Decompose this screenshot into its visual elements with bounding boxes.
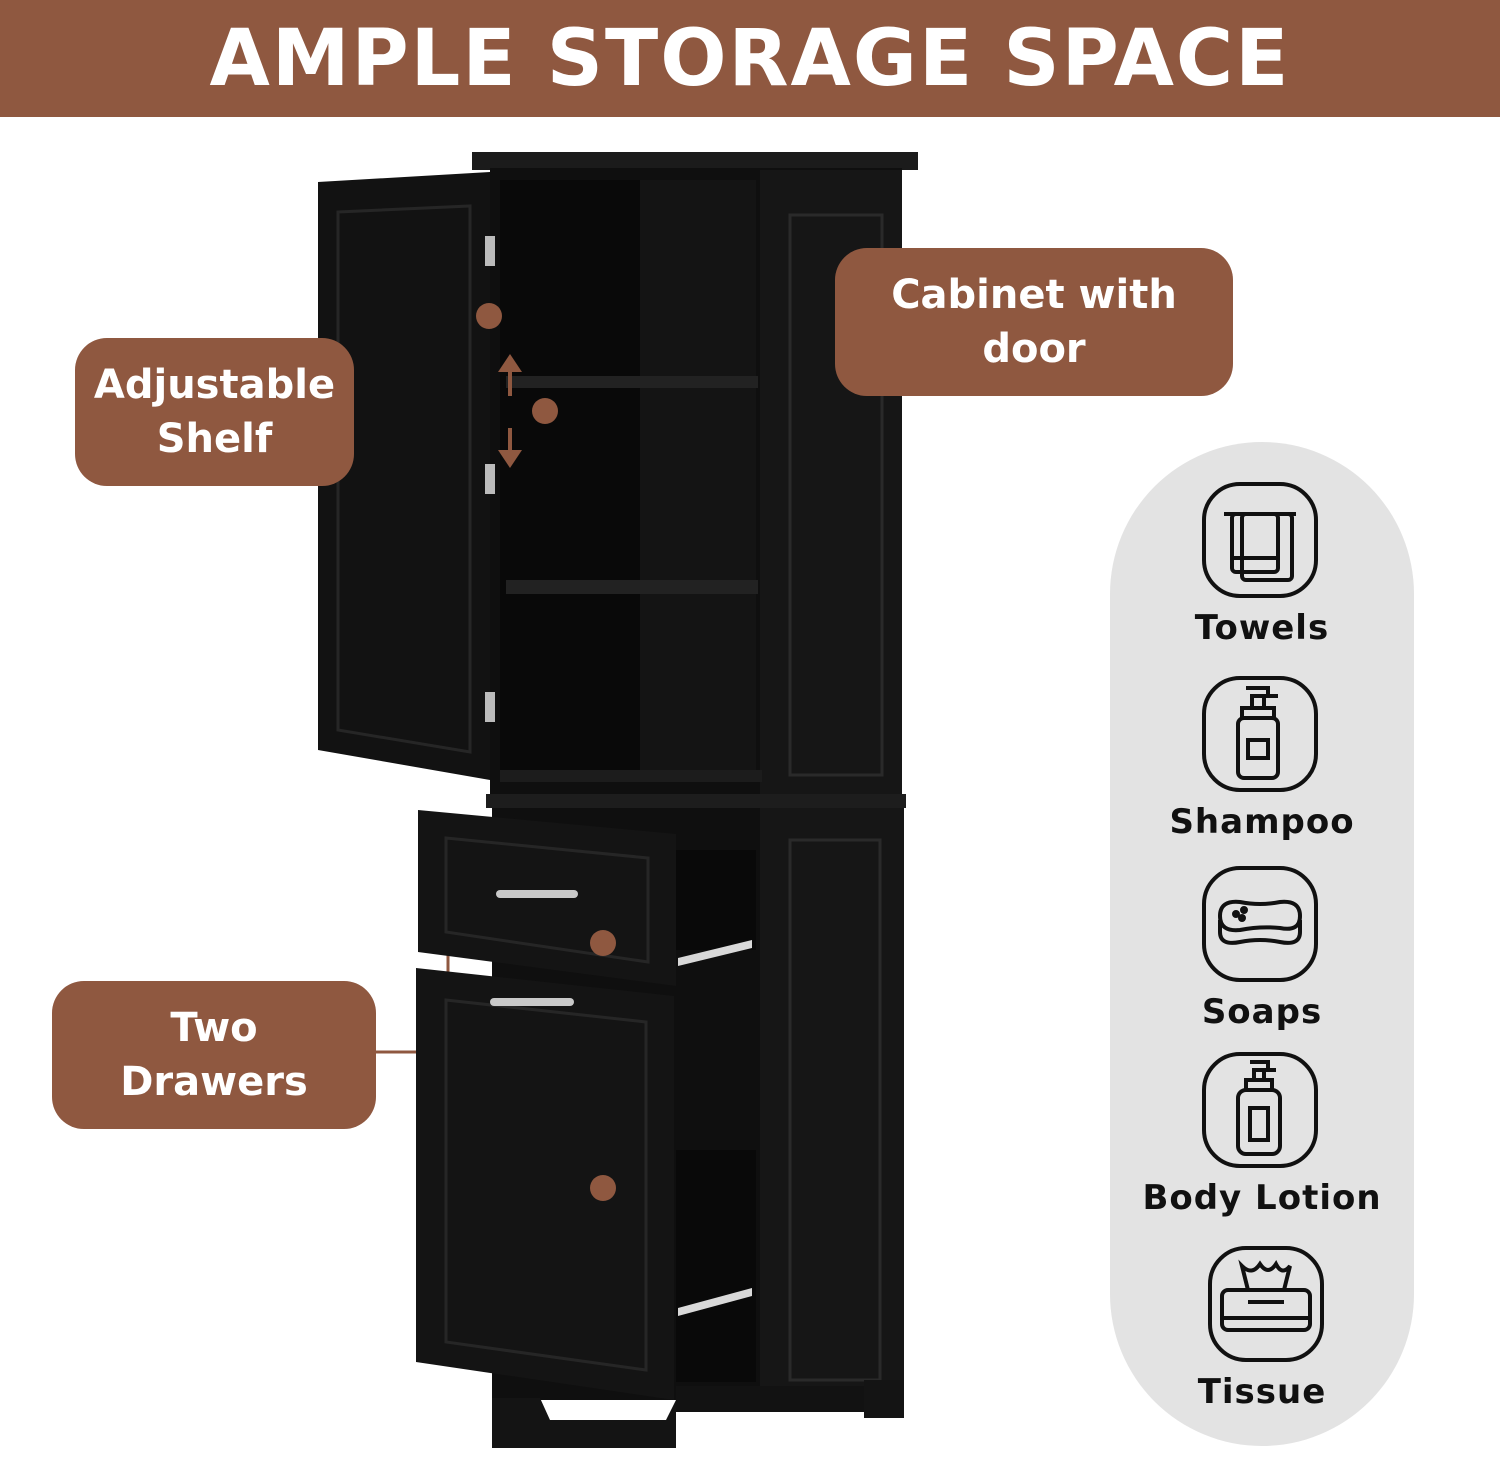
callout-adjustable-shelf: Adjustable Shelf: [75, 338, 354, 486]
header-banner: AMPLE STORAGE SPACE: [0, 0, 1500, 117]
uses-panel: Towels Shampoo Soaps: [1110, 442, 1414, 1446]
use-label: Body Lotion: [1142, 1178, 1382, 1218]
cabinet-crown: [472, 152, 918, 170]
soap-icon: [1202, 866, 1318, 982]
drawer-handle: [490, 998, 574, 1006]
callout-cabinet-with-door: Cabinet with door: [835, 248, 1233, 396]
tissue-box-icon: [1208, 1246, 1324, 1362]
fixed-shelf: [506, 580, 758, 594]
callout-line: Drawers: [120, 1059, 308, 1105]
callout-line: Shelf: [156, 416, 273, 462]
callout-two-drawers: Two Drawers: [52, 981, 376, 1129]
callout-line: door: [982, 326, 1086, 372]
adjustable-shelf: [506, 376, 758, 388]
callout-line: Adjustable: [93, 362, 336, 408]
callout-line: Two: [170, 1005, 258, 1051]
callout-line: Cabinet with: [891, 272, 1177, 318]
use-label: Towels: [1194, 608, 1330, 648]
lotion-bottle-icon: [1202, 1052, 1318, 1168]
drawer-handle: [496, 890, 578, 898]
page-title: AMPLE STORAGE SPACE: [209, 13, 1291, 104]
use-label: Soaps: [1201, 992, 1323, 1032]
cabinet-door: [318, 172, 490, 780]
use-label: Tissue: [1197, 1372, 1327, 1412]
use-label: Shampoo: [1169, 802, 1355, 842]
shampoo-bottle-icon: [1202, 676, 1318, 792]
towel-icon: [1202, 482, 1318, 598]
bottom-drawer: [416, 968, 674, 1400]
